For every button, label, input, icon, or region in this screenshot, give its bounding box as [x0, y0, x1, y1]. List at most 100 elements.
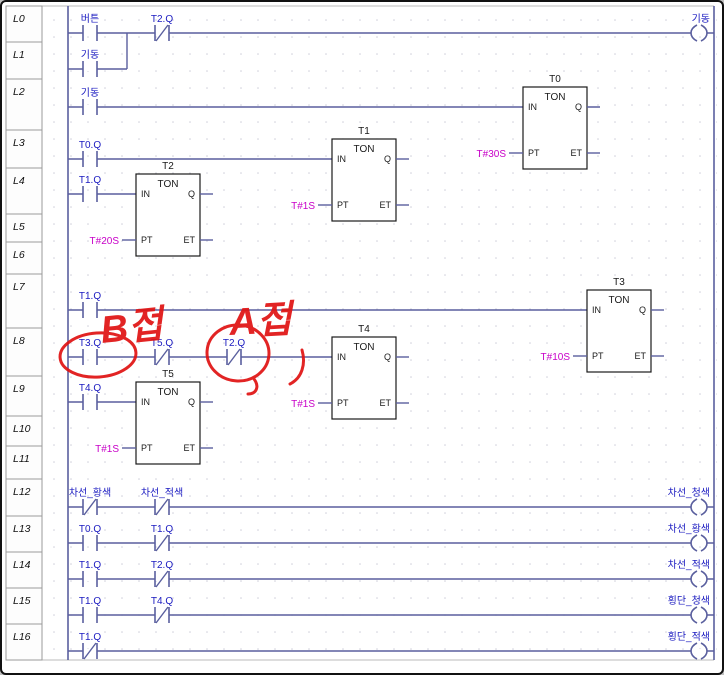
contact-T1.Q-nc[interactable]: T1.Q — [151, 524, 173, 552]
pin-q: Q — [188, 397, 195, 407]
coil-기동[interactable]: 기동 — [690, 13, 710, 42]
block-body — [135, 381, 201, 465]
contact-T1.Q-no[interactable]: T1.Q — [79, 560, 101, 587]
rung-label-L12[interactable]: L12 — [13, 486, 31, 498]
rung-label-L4[interactable]: L4 — [13, 175, 25, 187]
contact-gap — [83, 105, 97, 109]
coil-횡단_적색[interactable]: 횡단_적색 — [668, 631, 710, 660]
contact-label: T1.Q — [151, 524, 173, 535]
contact-label: T4.Q — [79, 383, 101, 394]
contact-gap — [83, 157, 97, 161]
contact-gap — [83, 67, 97, 71]
rung-label-L13[interactable]: L13 — [13, 523, 31, 535]
rung-label-L8[interactable]: L8 — [13, 335, 25, 347]
contact-버튼-no[interactable]: 버튼 — [81, 13, 99, 41]
rung-number: L6 — [13, 249, 25, 261]
contact-T1.Q-no[interactable]: T1.Q — [79, 291, 101, 318]
coil-차선_적색[interactable]: 차선_적색 — [668, 559, 710, 588]
rung-label-L10[interactable]: L10 — [13, 423, 31, 435]
pin-q: Q — [575, 102, 582, 112]
contact-T1.Q-no[interactable]: T1.Q — [79, 596, 101, 623]
contact-T5.Q-nc[interactable]: T5.Q — [151, 338, 173, 366]
rung-L14: T1.Q T2.Q 차선_적색 — [68, 559, 714, 588]
coil-차선_청색[interactable]: 차선_청색 — [668, 487, 710, 516]
rung-label-L11[interactable]: L11 — [13, 453, 30, 465]
rung-label-L5[interactable]: L5 — [13, 221, 25, 233]
rung-label-L9[interactable]: L9 — [13, 383, 25, 395]
timer-preset: T#1S — [291, 201, 315, 212]
rung-label-L15[interactable]: L15 — [13, 595, 31, 607]
contact-label: T4.Q — [151, 596, 173, 607]
pin-in: IN — [337, 352, 346, 362]
red-circle-annotation — [58, 331, 138, 379]
rung-label-L14[interactable]: L14 — [13, 559, 31, 571]
pin-in: IN — [592, 305, 601, 315]
contact-T1.Q-no[interactable]: T1.Q — [79, 175, 101, 202]
pin-pt: PT — [337, 398, 349, 408]
pin-in: IN — [337, 154, 346, 164]
contact-label: T1.Q — [79, 632, 101, 643]
pin-q: Q — [188, 189, 195, 199]
contact-label: 기동 — [81, 87, 99, 99]
block-instance-name: T5 — [162, 369, 174, 380]
contact-T3.Q-no[interactable]: T3.Q — [79, 338, 101, 365]
contact-T2.Q-nc[interactable]: T2.Q — [151, 14, 173, 42]
coil-label: 횡단_적색 — [668, 631, 710, 643]
coil-paren-left — [690, 498, 698, 516]
rung-label-L6[interactable]: L6 — [13, 249, 25, 261]
rung-label-L16[interactable]: L16 — [13, 631, 31, 643]
contact-T2.Q-nc[interactable]: T2.Q — [223, 338, 245, 366]
rung-L0: 버튼 T2.Q 기동 — [68, 13, 714, 42]
rung-L15: T1.Q T4.Q 횡단_청색 — [68, 595, 714, 624]
contact-T4.Q-nc[interactable]: T4.Q — [151, 596, 173, 624]
pin-et: ET — [634, 351, 646, 361]
contact-label: 기동 — [81, 49, 99, 61]
contact-차선_황색-nc[interactable]: 차선_황색 — [69, 487, 111, 516]
coil-횡단_청색[interactable]: 횡단_청색 — [668, 595, 710, 624]
contact-T0.Q-no[interactable]: T0.Q — [79, 524, 101, 551]
coil-label: 차선_황색 — [668, 523, 710, 535]
coil-label: 차선_적색 — [668, 559, 710, 571]
block-body — [586, 289, 652, 373]
rung-label-L0[interactable]: L0 — [13, 13, 25, 25]
pin-pt: PT — [592, 351, 604, 361]
rung-number: L4 — [13, 175, 25, 187]
pin-pt: PT — [528, 148, 540, 158]
pin-pt: PT — [141, 443, 153, 453]
rung-label-L2[interactable]: L2 — [13, 86, 25, 98]
pin-et: ET — [379, 398, 391, 408]
rung-number: L7 — [13, 281, 26, 293]
block-body — [522, 86, 588, 170]
contact-label: T3.Q — [79, 338, 101, 349]
coil-label: 차선_청색 — [668, 487, 710, 499]
contact-차선_적색-nc[interactable]: 차선_적색 — [141, 487, 183, 516]
coil-paren-right — [700, 570, 708, 588]
pin-q: Q — [384, 352, 391, 362]
coil-차선_황색[interactable]: 차선_황색 — [668, 523, 710, 552]
contact-label: T5.Q — [151, 338, 173, 349]
rung-L16: T1.Q 횡단_적색 — [68, 631, 714, 660]
contact-기동-no[interactable]: 기동 — [81, 49, 99, 77]
contact-T1.Q-nc[interactable]: T1.Q — [79, 632, 101, 660]
rung-label-L3[interactable]: L3 — [13, 137, 25, 149]
contact-T2.Q-nc[interactable]: T2.Q — [151, 560, 173, 588]
coil-gap — [691, 577, 707, 581]
contact-T4.Q-no[interactable]: T4.Q — [79, 383, 101, 410]
contact-기동-no[interactable]: 기동 — [81, 87, 99, 115]
block-instance-name: T1 — [358, 126, 370, 137]
pin-q: Q — [384, 154, 391, 164]
contact-label: 버튼 — [81, 13, 99, 25]
rung-label-L1[interactable]: L1 — [13, 49, 25, 61]
coil-gap — [691, 649, 707, 653]
contact-T0.Q-no[interactable]: T0.Q — [79, 140, 101, 167]
contact-nc-slash — [227, 348, 241, 366]
rung-label-L7[interactable]: L7 — [13, 281, 26, 293]
